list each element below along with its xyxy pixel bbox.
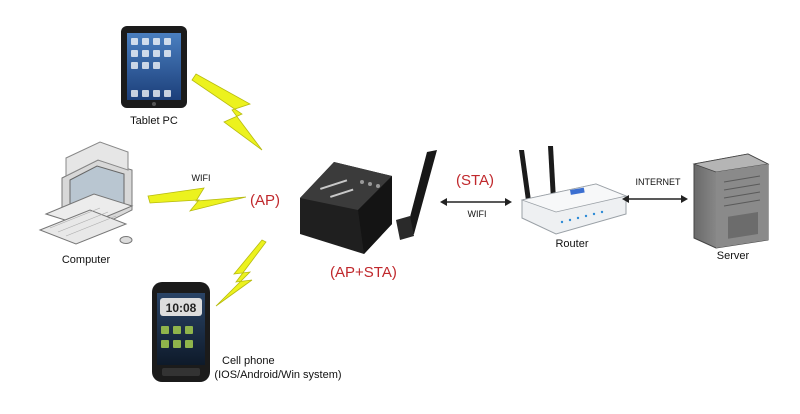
sta-mode-label: (STA) bbox=[456, 172, 495, 189]
server-icon bbox=[692, 153, 770, 249]
double-arrow-icon bbox=[440, 195, 688, 206]
internet-label: INTERNET bbox=[635, 177, 681, 187]
computer-icon bbox=[38, 141, 134, 245]
lightning-bolt-icon bbox=[147, 73, 267, 307]
wifi-module-icon bbox=[300, 150, 437, 254]
computer-wifi-label: WIFI bbox=[191, 173, 211, 183]
computer-label: Computer bbox=[61, 254, 111, 266]
phone-label-line2: (IOS/Android/Win system) bbox=[214, 369, 342, 381]
tablet-label: Tablet PC bbox=[130, 115, 178, 127]
phone-clock: 10:08 bbox=[166, 301, 197, 315]
server-label: Server bbox=[716, 250, 750, 262]
ap-sta-mode-label: (AP+STA) bbox=[330, 264, 397, 281]
router-icon bbox=[519, 146, 628, 235]
phone-icon: 10:08 bbox=[152, 282, 210, 382]
router-label: Router bbox=[555, 238, 589, 250]
router-wifi-label: WIFI bbox=[467, 209, 487, 219]
tablet-icon bbox=[121, 26, 187, 108]
phone-label-line1: Cell phone bbox=[222, 355, 275, 367]
ap-mode-label: (AP) bbox=[250, 192, 280, 209]
